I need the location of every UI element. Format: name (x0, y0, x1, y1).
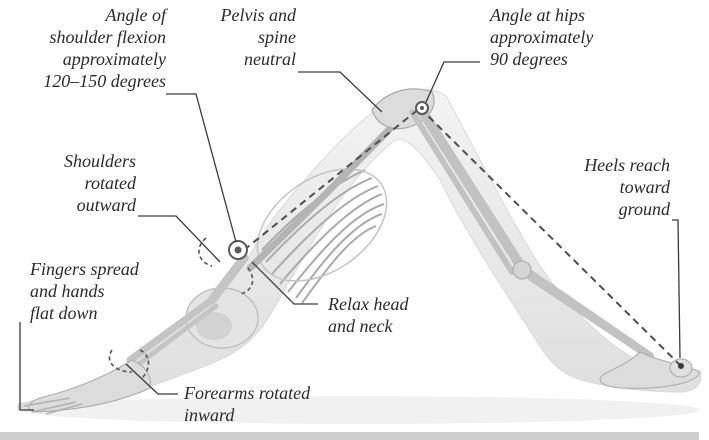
label-fingers: Fingers spread and hands flat down (30, 258, 190, 324)
leader-shoulders-rotated (138, 216, 220, 262)
bottom-rule (0, 432, 709, 440)
body-silhouette (18, 89, 701, 410)
heel-point (678, 363, 684, 369)
shoulder-joint-marker (229, 241, 247, 259)
label-relax-head: Relax head and neck (328, 293, 468, 337)
leader-heels (672, 220, 680, 358)
label-heels: Heels reach toward ground (560, 154, 670, 220)
label-pelvis-spine: Pelvis and spine neutral (196, 4, 296, 70)
leader-fingers (20, 322, 34, 410)
label-shoulder-flexion: Angle of shoulder flexion approximately … (6, 4, 166, 92)
label-hip-angle: Angle at hips approximately 90 degrees (490, 4, 650, 70)
leader-pelvis-spine (298, 72, 382, 112)
label-shoulders-rotated: Shoulders rotated outward (16, 150, 136, 216)
label-forearms: Forearms rotated inward (184, 382, 364, 426)
leader-shoulder-flexion (166, 94, 236, 242)
hip-joint-marker (416, 102, 428, 114)
knee (513, 261, 531, 279)
